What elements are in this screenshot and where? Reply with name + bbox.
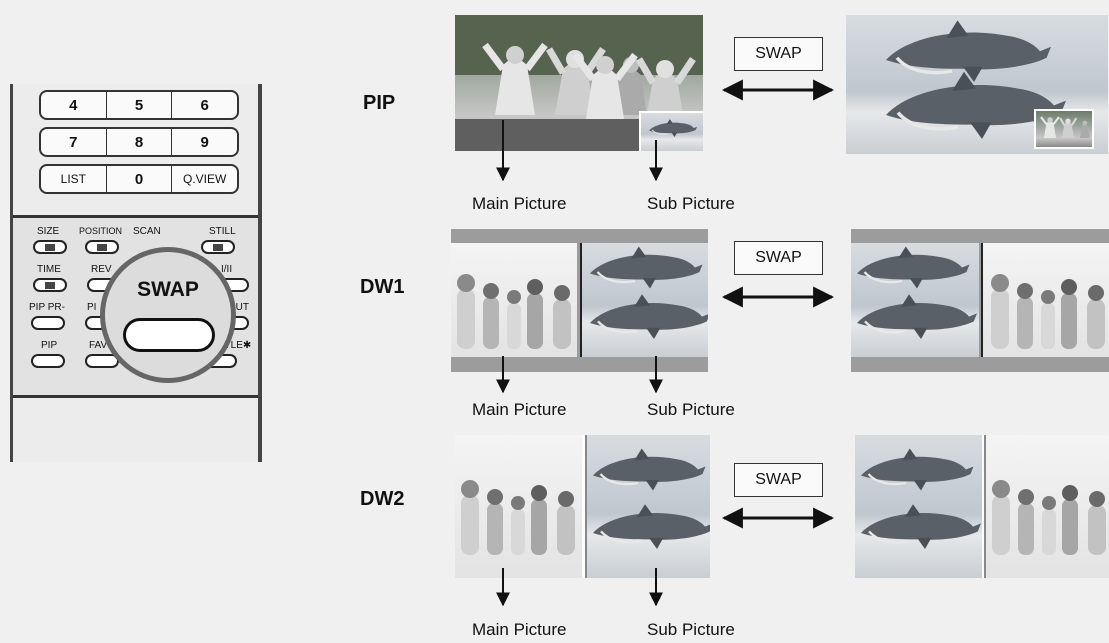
dw1-before-picture bbox=[451, 229, 708, 372]
dw1-swapped-main-half bbox=[851, 243, 979, 357]
remote-number-panel: 4 5 6 7 8 9 LIST 0 Q.VIEW bbox=[13, 84, 258, 215]
dw2-main-half bbox=[455, 435, 582, 578]
mode-label-pip: PIP bbox=[363, 92, 396, 114]
pip-swapped-sub-window bbox=[1034, 109, 1094, 149]
number-row-1: 4 5 6 bbox=[39, 90, 239, 120]
number-row-2: 7 8 9 bbox=[39, 127, 239, 157]
qview-key[interactable]: Q.VIEW bbox=[183, 172, 227, 186]
key-7[interactable]: 7 bbox=[41, 129, 107, 155]
pip-main-caption: Main Picture bbox=[472, 194, 567, 213]
still-button[interactable] bbox=[201, 240, 235, 254]
size-label: SIZE bbox=[37, 226, 60, 237]
swap-button[interactable] bbox=[123, 318, 215, 352]
fav-label: FAV bbox=[89, 340, 108, 351]
still-label: STILL bbox=[209, 226, 236, 237]
key-6[interactable]: 6 bbox=[200, 96, 209, 114]
pip-button[interactable] bbox=[31, 354, 65, 368]
size-button[interactable] bbox=[33, 240, 67, 254]
pip-pr-button[interactable] bbox=[31, 316, 65, 330]
dw2-swapped-sub-half bbox=[984, 435, 1109, 578]
dw2-sub-caption: Sub Picture bbox=[647, 620, 735, 639]
swap-label-dw2: SWAP bbox=[734, 463, 823, 497]
list-key[interactable]: LIST bbox=[41, 166, 107, 192]
dw1-sub-half bbox=[580, 243, 708, 357]
rev-label: REV bbox=[91, 264, 112, 275]
key-5[interactable]: 5 bbox=[107, 92, 173, 118]
position-label: POSITION bbox=[79, 226, 123, 236]
scan-label: SCAN bbox=[133, 226, 161, 237]
pip-swapped-picture bbox=[846, 15, 1108, 154]
pip-pr-label: PIP PR- bbox=[29, 302, 65, 313]
swap-label-dw1: SWAP bbox=[734, 241, 823, 275]
key-9[interactable]: 9 bbox=[200, 133, 209, 151]
dw2-before-picture bbox=[455, 435, 710, 578]
dw1-sub-caption: Sub Picture bbox=[647, 400, 735, 419]
pip-sub-window bbox=[639, 111, 703, 151]
pip-main-picture bbox=[455, 15, 703, 151]
position-button[interactable] bbox=[85, 240, 119, 254]
swap-label-pip: SWAP bbox=[734, 37, 823, 71]
time-button[interactable] bbox=[33, 278, 67, 292]
pi-label: PI bbox=[87, 302, 97, 313]
swap-magnified-label: SWAP bbox=[137, 278, 199, 301]
dw2-after-picture bbox=[855, 435, 1109, 578]
mode-label-dw1: DW1 bbox=[360, 276, 405, 298]
swap-magnifier: SWAP bbox=[100, 247, 236, 383]
pip-sub-caption: Sub Picture bbox=[647, 194, 735, 213]
number-row-3: LIST 0 Q.VIEW bbox=[39, 164, 239, 194]
subtitle-label: STITLE✱ bbox=[209, 340, 252, 351]
dw1-main-half bbox=[451, 243, 577, 357]
ii-label: I/II bbox=[221, 264, 233, 275]
dw2-main-caption: Main Picture bbox=[472, 620, 567, 639]
dw1-after-picture bbox=[851, 229, 1109, 372]
dw2-sub-half bbox=[585, 435, 710, 578]
dw1-main-caption: Main Picture bbox=[472, 400, 567, 419]
dw1-swapped-sub-half bbox=[981, 243, 1109, 357]
key-8[interactable]: 8 bbox=[107, 129, 173, 155]
pip-label: PIP bbox=[41, 340, 58, 351]
key-4[interactable]: 4 bbox=[41, 92, 107, 118]
key-0[interactable]: 0 bbox=[107, 166, 173, 192]
mode-label-dw2: DW2 bbox=[360, 488, 405, 510]
dw2-swapped-main-half bbox=[855, 435, 982, 578]
time-label: TIME bbox=[37, 264, 61, 275]
